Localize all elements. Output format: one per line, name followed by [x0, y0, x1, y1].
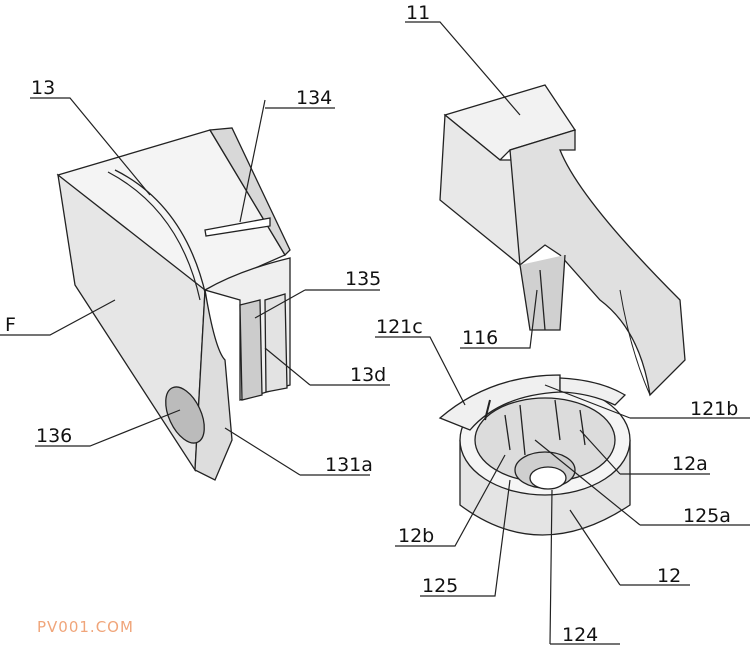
- leader-lines: [0, 21, 750, 645]
- label-12b: 12b: [398, 525, 435, 547]
- label-124: 124: [562, 624, 599, 646]
- label-12: 12: [657, 565, 682, 587]
- label-F: F: [5, 314, 16, 336]
- label-121c: 121c: [376, 316, 423, 338]
- label-12a: 12a: [672, 453, 708, 475]
- label-131a: 131a: [325, 454, 373, 476]
- label-134: 134: [296, 87, 333, 109]
- label-125a: 125a: [683, 505, 731, 527]
- label-136: 136: [36, 425, 73, 447]
- label-135: 135: [345, 268, 382, 290]
- watermark: PV001.COM: [37, 618, 134, 636]
- label-121b: 121b: [690, 398, 739, 420]
- label-116: 116: [462, 327, 499, 349]
- part-12: [438, 374, 631, 536]
- label-13: 13: [31, 77, 56, 99]
- label-125: 125: [422, 575, 459, 597]
- part-13: [56, 127, 291, 481]
- label-13d: 13d: [350, 364, 387, 386]
- part-11: [439, 84, 686, 397]
- label-11: 11: [406, 2, 431, 24]
